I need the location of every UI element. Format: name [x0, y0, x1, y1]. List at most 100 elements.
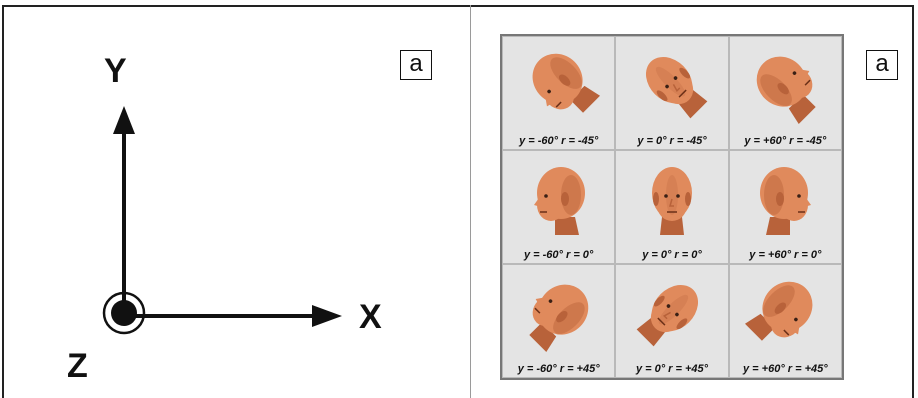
shade-shape: [762, 285, 795, 317]
neck-shape: [660, 217, 685, 235]
eye-shape: [547, 89, 551, 94]
head-icon: [636, 284, 699, 347]
mouth-shape: [783, 329, 790, 336]
shade-shape: [759, 74, 792, 106]
head-group: [534, 167, 585, 235]
head-group: [759, 167, 811, 235]
head-group: [744, 281, 813, 341]
nose-shape: [663, 311, 672, 320]
head-group: [652, 167, 693, 235]
pose-caption: y = +60° r = +45°: [743, 363, 828, 375]
ear-shape: [775, 192, 784, 206]
pose-caption: y = 0° r = +45°: [635, 363, 709, 375]
eye-shape: [796, 194, 801, 198]
eye-shape: [664, 194, 669, 198]
eye-shape: [792, 71, 796, 75]
eye-shape: [666, 304, 671, 308]
pose-caption: y = +60° r = 0°: [749, 249, 822, 261]
pose-cell: y = 0° r = -45°: [616, 37, 728, 149]
mouth-shape: [657, 317, 666, 326]
eye-shape: [544, 194, 548, 198]
pose-cell: y = -60° r = +45°: [503, 265, 615, 377]
nose-shape: [669, 198, 675, 207]
nose-shape: [673, 84, 681, 93]
axes-diagram: Y X Z: [67, 52, 382, 385]
head-group: [529, 284, 589, 353]
face-shape: [651, 301, 683, 333]
pose-cell: y = -60° r = -45°: [503, 37, 615, 149]
nose-shape: [796, 68, 809, 78]
pose-caption: y = +60° r = -45°: [744, 135, 827, 147]
mouth-shape: [804, 79, 811, 86]
eye-shape: [548, 299, 553, 303]
pose-cell: y = +60° r = 0°: [729, 151, 841, 263]
pose-caption: y = -60° r = -45°: [519, 135, 599, 147]
right-panel-label: a: [866, 50, 898, 80]
head-icon: [532, 53, 601, 113]
ear-shape: [676, 318, 688, 330]
ear-shape: [653, 192, 660, 206]
ear-shape: [777, 82, 789, 95]
head-group: [636, 284, 699, 347]
ear-shape: [558, 74, 571, 86]
eye-shape: [665, 84, 670, 89]
ear-shape: [774, 302, 786, 314]
ear-shape: [657, 90, 668, 102]
nose-shape: [535, 296, 548, 306]
figure-frame: [2, 5, 914, 398]
mouth-shape: [534, 307, 541, 314]
ear-shape: [556, 310, 568, 323]
ear-shape: [685, 192, 692, 206]
shade-shape: [550, 57, 582, 89]
y-axis-label: Y: [104, 52, 127, 90]
face-shape: [662, 73, 694, 105]
pose-cell: y = 0° r = 0°: [616, 151, 728, 263]
shade-shape: [666, 175, 679, 215]
head-pose-grid: y = -60° r = -45° y = 0° r = -45° y = +6…: [500, 34, 844, 380]
eye-shape: [793, 317, 798, 322]
head-icon: [744, 281, 813, 341]
z-axis-label: Z: [67, 347, 88, 385]
eye-shape: [674, 76, 678, 80]
nose-shape: [534, 195, 541, 207]
pose-caption: y = -60° r = 0°: [523, 249, 594, 261]
neck-shape: [765, 217, 790, 235]
eye-shape: [675, 312, 680, 317]
head-icon: [646, 56, 708, 119]
pose-cell: y = -60° r = 0°: [503, 151, 615, 263]
nose-shape: [803, 195, 811, 207]
pose-caption: y = 0° r = 0°: [642, 249, 702, 261]
eye-shape: [676, 194, 681, 198]
z-axis-dot: [111, 300, 137, 326]
head-icon: [756, 56, 816, 125]
y-axis-arrowhead: [113, 106, 135, 134]
x-axis-label: X: [359, 298, 382, 336]
head-group: [532, 53, 601, 113]
head-icon: [652, 167, 693, 235]
head-group: [756, 56, 816, 125]
pose-caption: y = 0° r = -45°: [637, 135, 707, 147]
mouth-shape: [678, 89, 688, 98]
left-panel-label: a: [400, 50, 432, 80]
nose-shape: [791, 322, 800, 335]
head-icon: [534, 167, 585, 235]
ear-shape: [561, 192, 569, 206]
ear-shape: [654, 295, 665, 307]
nose-shape: [544, 94, 554, 107]
mouth-shape: [555, 101, 562, 108]
z-axis-outer-ring: [102, 291, 146, 335]
pose-cell: y = +60° r = -45°: [729, 37, 841, 149]
panel-divider: [470, 5, 471, 398]
ear-shape: [679, 67, 691, 79]
head-icon: [529, 284, 589, 353]
x-axis-arrowhead: [312, 305, 342, 327]
pose-caption: y = -60° r = +45°: [517, 363, 600, 375]
pose-cell: y = +60° r = +45°: [729, 265, 841, 377]
shade-shape: [553, 302, 585, 334]
face-shape: [537, 189, 565, 221]
head-group: [646, 56, 708, 119]
face-shape: [779, 189, 808, 221]
face-shape: [657, 189, 688, 221]
pose-cell: y = 0° r = +45°: [616, 265, 728, 377]
neck-shape: [555, 217, 579, 235]
